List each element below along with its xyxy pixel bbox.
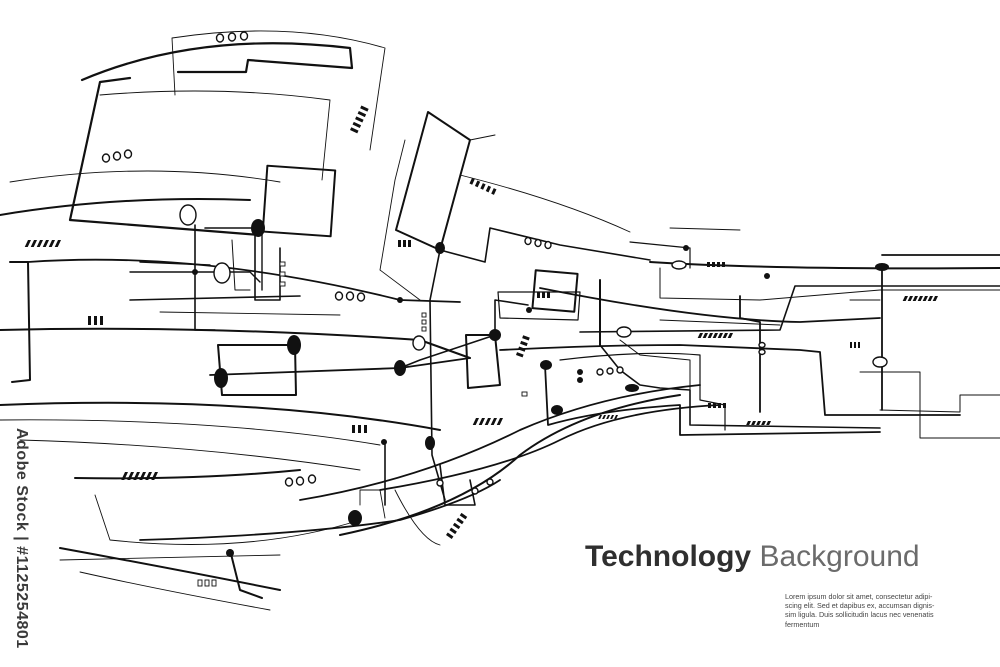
body-line: Lorem ipsum dolor sit amet, consectetur … (785, 592, 933, 601)
body-line: fermentum (785, 619, 820, 629)
body-line: sim ligula. Duis sollicitudin lacus nec … (785, 610, 934, 620)
stock-id: #1125254801 (13, 546, 30, 649)
stock-brand: Adobe Stock (13, 428, 30, 532)
stock-separator: | (13, 531, 30, 547)
body-line: scing elit. Sed et dapibus ex, accumsan … (785, 601, 935, 611)
heading-word-technology: Technology (585, 540, 752, 573)
heading: Technology Background (585, 540, 920, 574)
body-paragraph: Lorem ipsum dolor sit amet, consectetur … (785, 592, 965, 629)
heading-word-background: Background (759, 540, 920, 573)
stock-watermark: Adobe Stock | #1125254801 (12, 428, 30, 649)
